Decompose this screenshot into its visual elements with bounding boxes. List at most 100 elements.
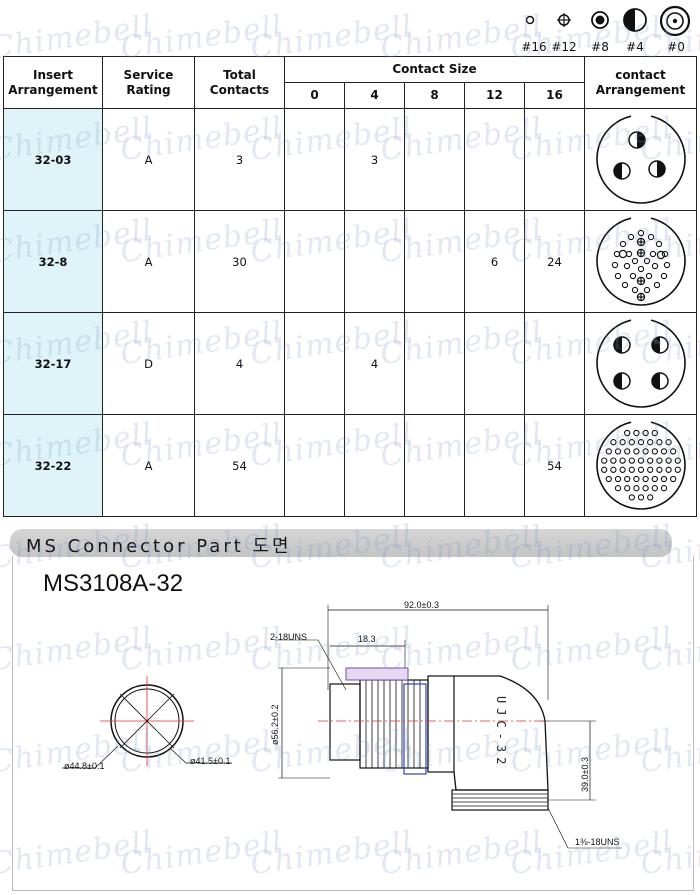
col-header-size-4: 4 xyxy=(344,82,405,109)
pin-contact xyxy=(600,466,607,473)
pin-contact xyxy=(609,457,617,464)
pin-contact xyxy=(618,466,626,473)
pin-contact xyxy=(614,475,621,483)
pin-contact xyxy=(660,475,667,483)
pin-contact xyxy=(646,457,653,464)
arrangement-32-22-diagram xyxy=(595,418,686,510)
pin-contact xyxy=(618,457,626,464)
legend-label-16: #16 xyxy=(521,40,547,54)
pin-contact xyxy=(660,485,667,492)
total-cell: 3 xyxy=(194,108,285,211)
size-12-cell xyxy=(464,414,525,517)
size-8-cell xyxy=(404,414,465,517)
arrangement-diagram-cell xyxy=(584,108,697,211)
part-number: MS3108A-32 xyxy=(43,570,184,597)
insert-cell: 32-17 xyxy=(3,312,103,415)
contact-12-icon xyxy=(557,13,571,27)
section-header-bar: MS Connector Part 도면 xyxy=(10,529,672,557)
pin-contact xyxy=(628,457,635,464)
pin-contact xyxy=(623,448,630,455)
pin-contact xyxy=(651,485,658,492)
pin-contact xyxy=(664,439,672,446)
col-header-size-12: 12 xyxy=(464,82,525,109)
col-header-size-16: 16 xyxy=(524,82,585,109)
contact-0-icon xyxy=(659,5,691,37)
legend-label-12: #12 xyxy=(551,40,577,54)
pin-contact xyxy=(628,466,635,473)
col-header-contact-size: Contact Size xyxy=(284,56,585,83)
arrangement-32-8-diagram xyxy=(595,214,686,306)
contact-size-legend: #16 #12 #8 #4 #0 xyxy=(512,4,698,56)
pin-contact xyxy=(632,429,640,437)
pin-contact xyxy=(655,457,663,464)
size-4-cell xyxy=(344,414,405,517)
pin-contact xyxy=(632,448,640,455)
dim-thread-bottom: 1⅜-18UNS xyxy=(575,837,620,847)
pin-contact xyxy=(637,466,644,473)
pin-contact xyxy=(632,485,640,492)
legend-icons xyxy=(525,5,691,37)
pin-contact xyxy=(674,457,681,464)
pin-contact xyxy=(637,457,644,464)
arrangement-diagram-cell xyxy=(584,210,697,313)
dim-thread-top: 2-18UNS xyxy=(270,632,308,642)
contact-16-icon xyxy=(525,15,535,25)
service-cell: A xyxy=(102,414,195,517)
dim-inner-diameter: ø41.5±0.1 xyxy=(190,756,231,766)
pin-contact xyxy=(641,448,649,455)
pin-contact xyxy=(609,439,617,446)
contact-8-icon xyxy=(591,11,609,29)
pin-contact xyxy=(623,429,630,437)
side-view xyxy=(275,605,622,849)
drawing-frame xyxy=(12,556,694,891)
col-header-insert: Insert Arrangement xyxy=(3,56,103,109)
pin-contact xyxy=(628,439,635,446)
col-header-total: Total Contacts xyxy=(194,56,285,109)
dim-overall-length: 92.0±0.3 xyxy=(404,600,439,610)
pin-contact xyxy=(637,494,644,501)
col-header-size-8: 8 xyxy=(404,82,465,109)
pin-contact xyxy=(646,466,653,473)
pin-contact xyxy=(669,448,676,455)
table-row: 32-22 A 54 54 xyxy=(3,414,697,517)
dim-thread-length: 18.3 xyxy=(358,634,376,644)
pin-contact xyxy=(655,466,663,473)
table-row: 32-8 A 30 6 24 xyxy=(3,210,697,313)
pin-contact xyxy=(623,485,630,492)
pin-contact xyxy=(614,448,621,455)
size-8-cell xyxy=(404,108,465,211)
dim-height: ø56.2±0.2 xyxy=(270,704,280,745)
pin-contact xyxy=(628,494,635,501)
body-marking: UJC-32 xyxy=(494,696,508,770)
pin-contact xyxy=(655,439,663,446)
pin-contact xyxy=(674,466,681,473)
col-header-size-0: 0 xyxy=(284,82,345,109)
front-view xyxy=(62,676,232,769)
pin-contact xyxy=(664,457,672,464)
pin-contact xyxy=(651,429,658,437)
dim-drop: 39.0±0.3 xyxy=(580,757,590,792)
size-12-cell xyxy=(464,312,525,415)
arrangement-32-03-diagram xyxy=(595,112,686,204)
legend-label-8: #8 xyxy=(591,40,609,54)
pin-contact xyxy=(614,485,621,492)
pin-contact xyxy=(641,475,649,483)
pin-contact xyxy=(632,475,640,483)
insert-arrangement-table: Insert Arrangement Service Rating Total … xyxy=(3,56,697,517)
size-16-cell: 24 xyxy=(524,210,585,313)
pin-contact xyxy=(646,439,653,446)
service-cell: A xyxy=(102,210,195,313)
pin-contact xyxy=(660,448,667,455)
legend-label-4: #4 xyxy=(626,40,644,54)
size-8-cell xyxy=(404,210,465,313)
pin-contact xyxy=(618,439,626,446)
size-4-cell: 3 xyxy=(344,108,405,211)
size-0-cell xyxy=(284,414,345,517)
pin-contact xyxy=(651,475,658,483)
pin-contact xyxy=(600,457,607,464)
insert-cell: 32-22 xyxy=(3,414,103,517)
total-cell: 4 xyxy=(194,312,285,415)
pin-contact xyxy=(651,448,658,455)
pin-contact xyxy=(637,439,644,446)
